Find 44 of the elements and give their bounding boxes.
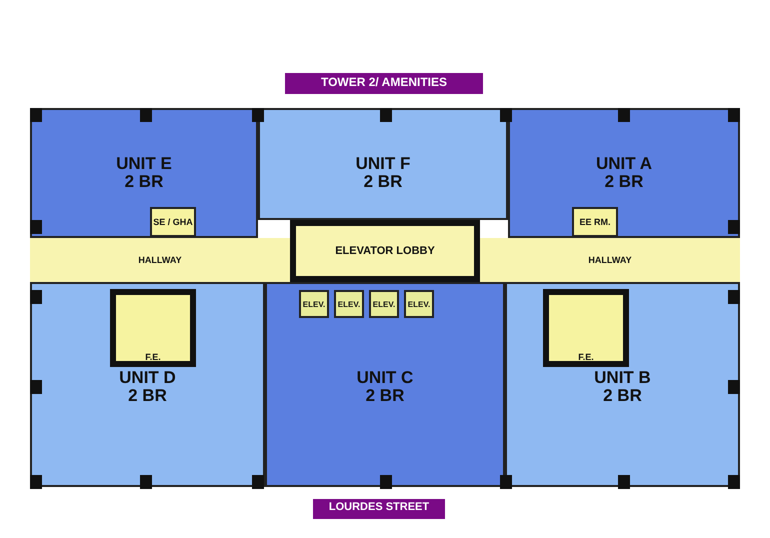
street-banner (313, 499, 445, 519)
elevator-label: ELEV. (302, 301, 326, 310)
lobby-label: ELEVATOR LOBBY (335, 246, 435, 258)
hallway-label: HALLWAY (588, 256, 632, 266)
hallway (30, 238, 290, 282)
unit-label: UNIT A (596, 155, 652, 173)
unit-label: UNIT D (119, 369, 176, 387)
unit-label: UNIT C (356, 369, 414, 387)
bedroom-count-label: 2 BR (603, 386, 642, 405)
unit-label: UNIT F (356, 155, 410, 173)
room-label: EE RM. (579, 218, 610, 228)
unit-area (505, 282, 740, 487)
bedroom-count-label: 2 BR (124, 172, 164, 191)
unit-area (30, 108, 258, 238)
street-banner (285, 73, 483, 94)
unit-area (258, 108, 508, 220)
fire-exit-stair (110, 289, 196, 367)
unit-area (508, 108, 740, 238)
elevator-car (334, 290, 364, 318)
elevator-label: ELEV. (338, 301, 360, 310)
bedroom-count-label: 2 BR (364, 172, 402, 191)
elevator-car (369, 290, 399, 318)
elevator-label: ELEV. (408, 301, 430, 310)
fire-exit-label: F.E. (145, 353, 161, 362)
banner-label: TOWER 2/ AMENITIES (320, 76, 447, 89)
elevator-lobby (290, 220, 480, 282)
bedroom-count-label: 2 BR (366, 386, 404, 405)
elevator-label: ELEV. (372, 301, 396, 310)
fire-exit-label: F.E. (578, 353, 594, 362)
elevator-car (404, 290, 434, 318)
utility-room (572, 207, 618, 237)
fire-exit-stair (543, 289, 629, 367)
hallway-label: HALLWAY (138, 256, 182, 266)
unit-area (30, 282, 265, 487)
utility-room (150, 207, 196, 237)
unit-label: UNIT B (594, 369, 651, 387)
hallway (480, 238, 740, 282)
bedroom-count-label: 2 BR (604, 172, 644, 191)
bedroom-count-label: 2 BR (128, 386, 167, 405)
banner-label: LOURDES STREET (328, 502, 430, 514)
room-label: SE / GHA (153, 218, 193, 228)
elevator-car (299, 290, 329, 318)
unit-label: UNIT E (116, 155, 172, 173)
unit-area (265, 282, 505, 487)
